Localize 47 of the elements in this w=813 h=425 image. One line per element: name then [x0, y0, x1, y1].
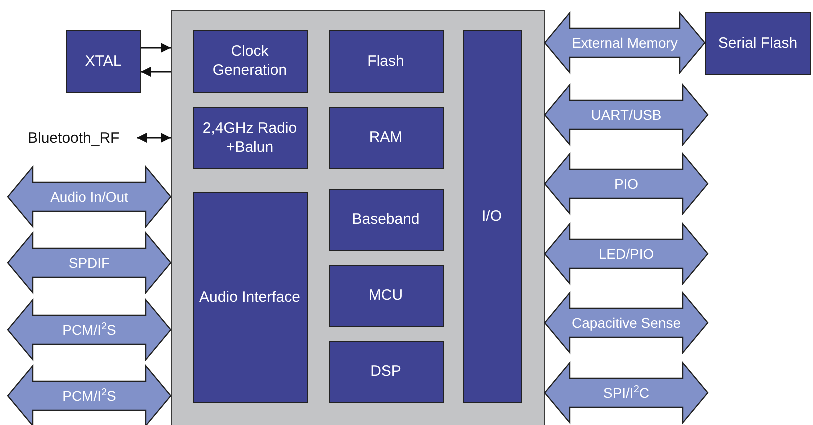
- double-arrow: [544, 222, 709, 286]
- double-arrow: [7, 364, 172, 425]
- double-arrow: [544, 291, 709, 355]
- function-block: [192, 30, 308, 92]
- block-label: I/O: [480, 206, 503, 226]
- edge-label: SPDIF: [68, 255, 110, 271]
- signal-label: Bluetooth_RF: [28, 129, 120, 148]
- block-label: Clock Generation: [212, 42, 288, 80]
- block-label: XTAL: [84, 52, 123, 71]
- arrow: [141, 43, 171, 53]
- double-arrow: [7, 298, 172, 362]
- block-label: RAM: [368, 128, 404, 147]
- double-arrow: [544, 361, 709, 425]
- edge-label: LED/PIO: [598, 246, 654, 262]
- block-label: Baseband: [351, 210, 421, 229]
- function-block: [462, 30, 522, 402]
- block-label: Flash: [366, 52, 406, 70]
- chip-outline: [171, 10, 545, 425]
- block-label: MCU: [368, 286, 404, 305]
- block-label: 2,4GHz Radio +Balun: [202, 118, 298, 156]
- edge-label: PCM/I$^{2}$S: [62, 388, 116, 404]
- function-block: [328, 340, 444, 402]
- block-label: DSP: [370, 362, 402, 381]
- function-block: [192, 106, 308, 168]
- block-label: Serial Flash: [717, 34, 799, 53]
- block-label: Audio Interface: [198, 288, 302, 306]
- function-block: [192, 192, 308, 402]
- double-arrow: [544, 152, 709, 216]
- edge-label: SPI/I$^{2}$C: [603, 385, 650, 401]
- edge-label: Capacitive Sense: [572, 315, 681, 331]
- double-arrow: [7, 165, 172, 229]
- edge-label: PCM/I$^{2}$S: [62, 322, 116, 338]
- arrow: [137, 133, 171, 143]
- function-block: [328, 30, 444, 92]
- double-arrow: [7, 231, 172, 295]
- function-block: [328, 188, 444, 250]
- edge-label: External Memory: [572, 35, 678, 51]
- function-block: [705, 12, 811, 75]
- function-block: [328, 264, 444, 326]
- edge-label: PIO: [614, 176, 639, 192]
- arrow: [141, 67, 171, 77]
- function-block: [328, 106, 444, 168]
- edge-label: Audio In/Out: [50, 189, 128, 205]
- double-arrow: [544, 83, 709, 147]
- edge-label: UART/USB: [591, 107, 662, 123]
- function-block: [66, 30, 141, 93]
- double-arrow: [544, 11, 706, 75]
